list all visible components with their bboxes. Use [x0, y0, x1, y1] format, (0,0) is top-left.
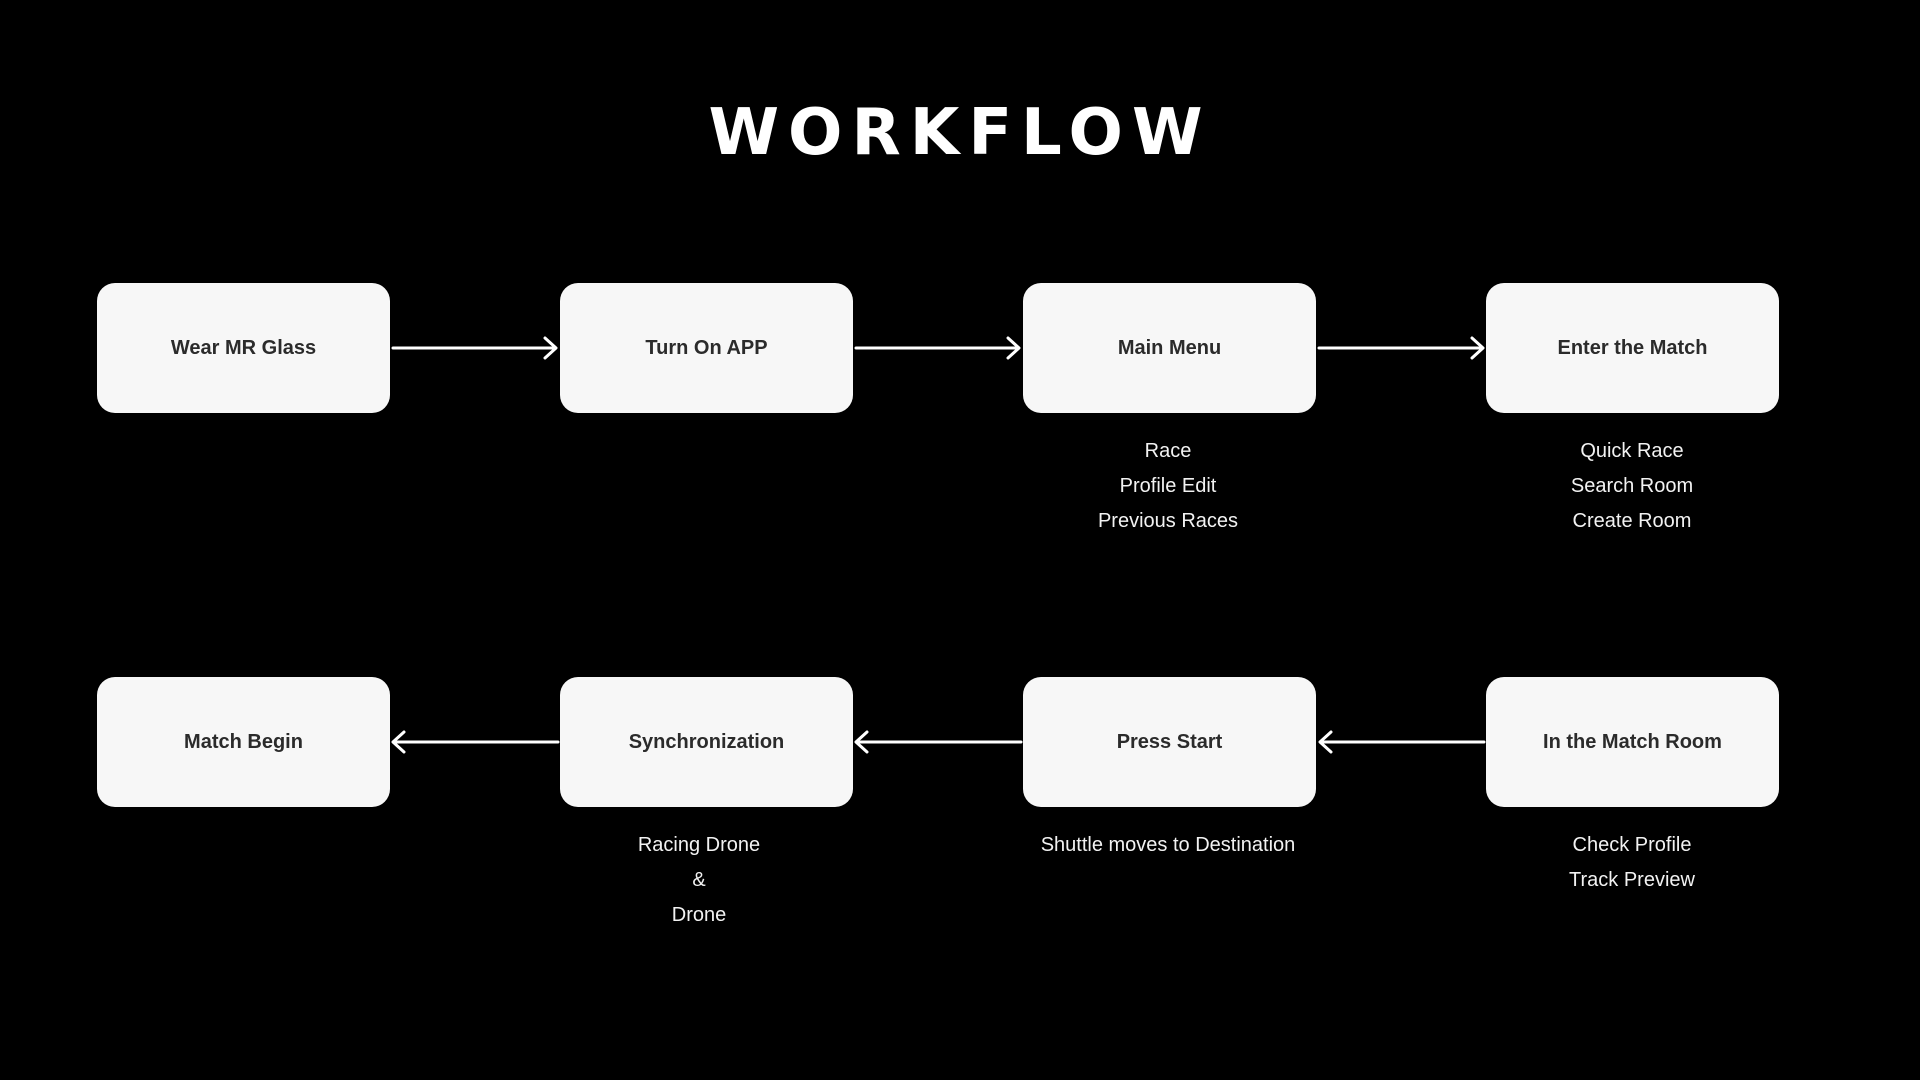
arrow-turnon-to-mainmenu: [854, 336, 1021, 360]
step-wear-mr-glass: Wear MR Glass: [97, 283, 390, 413]
step-match-begin: Match Begin: [97, 677, 390, 807]
note-line: &: [692, 869, 706, 891]
notes-match-room: Check Profile Track Preview: [1467, 828, 1797, 898]
step-press-start: Press Start: [1023, 677, 1316, 807]
note-line: Check Profile: [1572, 834, 1692, 856]
step-label: Match Begin: [184, 730, 303, 753]
note-line: Quick Race: [1580, 440, 1684, 462]
step-turn-on-app: Turn On APP: [560, 283, 853, 413]
notes-synchronization: Racing Drone & Drone: [534, 828, 864, 933]
notes-press-start: Shuttle moves to Destination: [1003, 828, 1333, 863]
page-title: WORKFLOW: [708, 96, 1212, 170]
step-main-menu: Main Menu: [1023, 283, 1316, 413]
notes-enter-match: Quick Race Search Room Create Room: [1467, 434, 1797, 539]
arrow-wear-to-turnon: [391, 336, 558, 360]
arrow-matchroom-to-pressstart: [1318, 730, 1486, 754]
note-line: Create Room: [1572, 510, 1692, 532]
step-synchronization: Synchronization: [560, 677, 853, 807]
note-line: Search Room: [1570, 475, 1694, 497]
step-label: Wear MR Glass: [170, 336, 317, 359]
step-label: Main Menu: [1117, 336, 1222, 359]
arrow-pressstart-to-sync: [854, 730, 1023, 754]
note-line: Shuttle moves to Destination: [1040, 834, 1296, 856]
step-label: Synchronization: [628, 730, 785, 753]
step-label: In the Match Room: [1543, 730, 1722, 753]
note-line: Racing Drone: [637, 834, 761, 856]
step-label: Turn On APP: [645, 336, 768, 359]
note-line: Previous Races: [1097, 510, 1239, 532]
step-label: Press Start: [1116, 730, 1223, 753]
step-enter-the-match: Enter the Match: [1486, 283, 1779, 413]
note-line: Race: [1144, 440, 1192, 462]
note-line: Profile Edit: [1119, 475, 1217, 497]
step-in-the-match-room: In the Match Room: [1486, 677, 1779, 807]
note-line: Track Preview: [1569, 869, 1695, 891]
step-label: Enter the Match: [1557, 336, 1708, 359]
arrow-mainmenu-to-enter: [1317, 336, 1485, 360]
note-line: Drone: [671, 904, 727, 926]
arrow-sync-to-matchbegin: [391, 730, 560, 754]
notes-main-menu: Race Profile Edit Previous Races: [1003, 434, 1333, 539]
